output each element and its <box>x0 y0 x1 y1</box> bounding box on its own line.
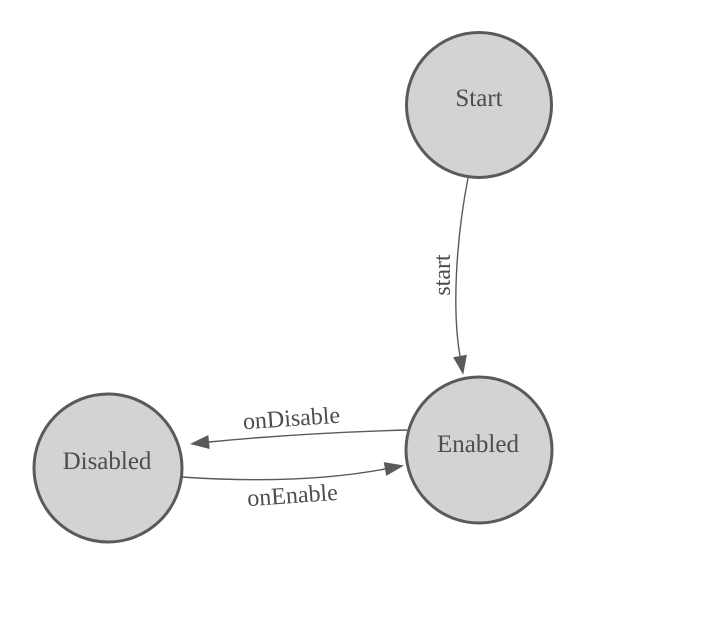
state-node-enabled-circle <box>404 375 554 525</box>
edge-ondisable-line <box>208 429 408 443</box>
edge-onenable-label: onEnable <box>246 480 338 512</box>
state-node-enabled: Enabled <box>404 375 554 525</box>
edge-ondisable: onDisable <box>190 403 408 449</box>
state-node-start: Start <box>405 31 553 179</box>
state-node-disabled-label: Disabled <box>63 448 152 475</box>
edge-ondisable-label: onDisable <box>242 403 341 436</box>
edge-start-line <box>455 177 469 357</box>
state-node-disabled-circle <box>32 392 184 544</box>
edge-start-arrowhead-icon <box>453 354 467 375</box>
state-node-enabled-label: Enabled <box>437 431 519 458</box>
edge-onenable-arrowhead-icon <box>383 462 404 476</box>
edge-start: start <box>430 177 469 375</box>
edge-start-label: start <box>430 254 456 296</box>
state-node-start-label: Start <box>455 85 502 112</box>
edge-onenable: onEnable <box>180 462 404 512</box>
edge-onenable-line <box>180 468 386 481</box>
state-node-disabled: Disabled <box>32 392 184 544</box>
edge-ondisable-arrowhead-icon <box>190 435 210 449</box>
state-node-start-circle <box>405 31 553 179</box>
